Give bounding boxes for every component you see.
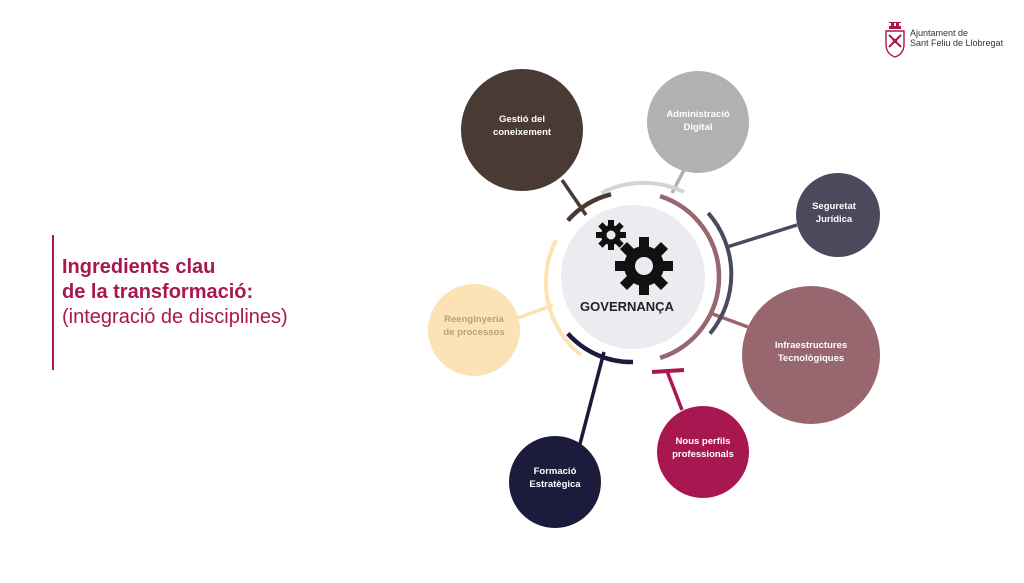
- node-perfils-line1: Nous perfils: [676, 436, 731, 447]
- arc-reenginyeria: [543, 239, 583, 357]
- node-infraestructures-line1: Infraestructures: [775, 340, 847, 351]
- page-title: Ingredients clau de la transformació: (i…: [52, 235, 288, 370]
- node-reenginyeria: Reenginyeria de processos: [428, 284, 520, 376]
- gears-icon: [596, 220, 673, 295]
- node-gestio-line1: Gestió del: [499, 114, 545, 125]
- node-administracio-line2: Digital: [683, 122, 712, 133]
- connector-seguretat: [726, 223, 798, 249]
- logo-line-2: Sant Feliu de Llobregat: [910, 38, 1004, 48]
- node-reenginyeria-line2: de processos: [443, 327, 504, 338]
- arc-administracio: [600, 180, 685, 195]
- node-infraestructures: Infraestructures Tecnològiques: [742, 286, 880, 424]
- node-infraestructures-line2: Tecnològiques: [778, 353, 844, 364]
- node-perfils: Nous perfils professionals: [657, 406, 749, 498]
- center-label: GOVERNANÇA: [580, 299, 675, 314]
- title-line-2: de la transformació:: [62, 281, 254, 303]
- node-seguretat: Seguretat Jurídica: [796, 173, 880, 257]
- node-formacio-line2: Estratègica: [529, 479, 581, 490]
- title-line-1: Ingredients clau: [62, 256, 216, 278]
- node-seguretat-line2: Jurídica: [816, 214, 853, 225]
- title-line-3: (integració de disciplines): [62, 306, 288, 328]
- coat-of-arms-icon: [885, 22, 905, 58]
- arc-perfils-bar: [651, 368, 685, 374]
- arc-seguretat: [706, 211, 734, 335]
- connector-perfils: [665, 370, 684, 411]
- node-formacio-line1: Formació: [534, 466, 577, 477]
- connector-reenginyeria: [517, 303, 554, 320]
- node-gestio: Gestió del coneixement: [461, 69, 583, 191]
- node-perfils-line2: professionals: [672, 449, 734, 460]
- institution-logo: Ajuntament de Sant Feliu de Llobregat: [884, 22, 1014, 58]
- logo-line-1: Ajuntament de: [910, 28, 969, 38]
- node-gestio-line2: coneixement: [493, 127, 552, 138]
- node-seguretat-line1: Seguretat: [812, 201, 857, 212]
- connector-infraestructures: [709, 311, 749, 329]
- arc-infra: [659, 193, 722, 361]
- node-formacio: Formació Estratègica: [509, 436, 601, 528]
- node-administracio-line1: Administració: [666, 109, 730, 120]
- node-administracio: Administració Digital: [647, 71, 749, 173]
- arc-gestio: [566, 192, 612, 223]
- logo-text: Ajuntament de Sant Feliu de Llobregat: [910, 28, 1003, 48]
- node-reenginyeria-line1: Reenginyeria: [444, 314, 504, 325]
- center-arcs: [543, 180, 734, 374]
- arc-formacio: [566, 331, 634, 365]
